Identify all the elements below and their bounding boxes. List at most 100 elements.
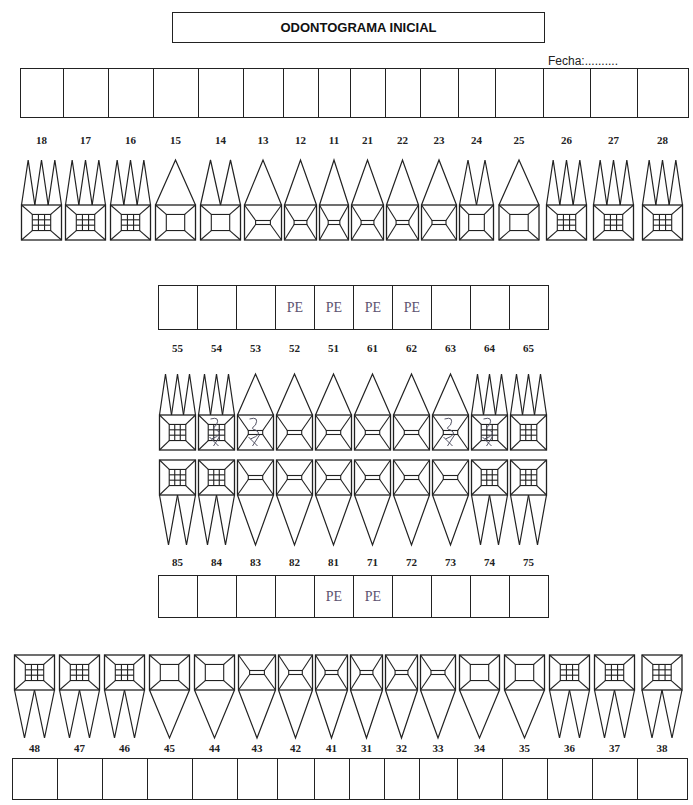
molar-grid [658, 664, 659, 680]
surface-divider [472, 441, 482, 450]
surface-divider [263, 435, 274, 451]
tooth-root [547, 160, 560, 205]
molar-grid [213, 469, 214, 485]
surface-divider [624, 655, 635, 664]
empty-note-box [275, 575, 315, 618]
tooth-crown [355, 460, 391, 495]
tooth-crown [351, 655, 383, 690]
molar-grid [557, 219, 575, 220]
molar-grid [481, 435, 498, 436]
surface-divider [576, 205, 587, 214]
tooth-number: 72 [406, 556, 417, 568]
occlusal-surface [365, 431, 379, 435]
tooth-root [48, 160, 61, 205]
molar-grid [560, 669, 578, 670]
tooth-root [211, 374, 223, 415]
tooth-crown [277, 460, 313, 495]
molar-grid [82, 214, 83, 230]
molar-grid [133, 214, 134, 230]
surface-divider [460, 205, 469, 214]
tooth-number: 55 [172, 342, 183, 354]
molar-grid [481, 474, 498, 475]
surface-divider [351, 655, 361, 671]
tooth-number: 83 [250, 556, 261, 568]
tooth-root [422, 160, 457, 205]
surface-divider [433, 435, 444, 451]
surface-divider [374, 205, 384, 221]
surface-divider [341, 415, 352, 431]
tooth-root [178, 495, 196, 545]
tooth-crown [550, 655, 590, 690]
empty-note-box [63, 68, 109, 118]
tooth-crown [201, 205, 241, 240]
molar-grid [127, 664, 128, 680]
surface-divider [460, 681, 471, 690]
tooth-crown [316, 415, 352, 450]
empty-note-box [350, 68, 386, 118]
surface-divider [433, 415, 444, 431]
surface-divider [537, 486, 547, 495]
tooth-crown [22, 205, 62, 240]
surface-divider [422, 225, 433, 241]
tooth-root [642, 690, 662, 738]
tooth-root [66, 160, 79, 205]
molar-grid [572, 664, 573, 680]
molar-grid [665, 664, 666, 680]
tooth-root [245, 160, 282, 205]
molar-grid [121, 225, 139, 226]
tooth-crown [279, 655, 313, 690]
tooth-crown [352, 205, 384, 240]
tooth-number: 64 [484, 342, 495, 354]
empty-note-box [392, 575, 432, 618]
molar-grid [32, 219, 50, 220]
molar-grid [115, 669, 133, 670]
tooth-crown [594, 205, 634, 240]
tooth-crown [642, 655, 682, 690]
molar-grid [486, 469, 487, 485]
tooth-number: 54 [211, 342, 222, 354]
surface-divider [245, 205, 256, 221]
surface-divider [140, 205, 151, 214]
tooth-number: 37 [609, 742, 620, 754]
surface-divider [352, 205, 362, 221]
surface-divider [550, 681, 561, 690]
surface-divider [307, 205, 317, 221]
surface-divider [285, 225, 295, 241]
surface-divider [380, 460, 391, 476]
tooth-root [238, 374, 274, 415]
surface-divider [511, 441, 521, 450]
surface-divider [238, 435, 249, 451]
molar-grid [169, 435, 186, 436]
surface-divider [422, 205, 433, 221]
molar-grid [25, 669, 43, 670]
surface-divider [264, 655, 275, 671]
tooth-note-box: PE [314, 285, 354, 330]
surface-divider [445, 655, 456, 671]
molar-grid [180, 469, 181, 485]
empty-note-box [637, 68, 689, 118]
empty-note-box [192, 758, 238, 800]
tooth-root [35, 690, 55, 738]
tooth-crown [387, 205, 419, 240]
tooth-number: 25 [514, 134, 525, 146]
surface-divider [22, 231, 33, 240]
occlusal-surface [287, 431, 301, 435]
tooth-note: PE [287, 300, 303, 316]
tooth-number: 43 [252, 742, 263, 754]
surface-divider [446, 225, 457, 241]
tooth-note-box: PE [353, 575, 393, 618]
surface-divider [15, 681, 26, 690]
tooth-root [239, 690, 276, 738]
occlusal-surface [70, 664, 88, 680]
surface-divider [15, 655, 26, 664]
tooth-root [433, 495, 469, 545]
tooth-root [199, 374, 211, 415]
tooth-note: PE [365, 300, 381, 316]
surface-divider [160, 441, 170, 450]
molar-grid [611, 664, 612, 680]
surface-divider [579, 655, 590, 664]
molar-grid [31, 664, 32, 680]
tooth-number: 74 [484, 556, 495, 568]
tooth-number: 48 [29, 742, 40, 754]
tooth-crown [150, 655, 190, 690]
